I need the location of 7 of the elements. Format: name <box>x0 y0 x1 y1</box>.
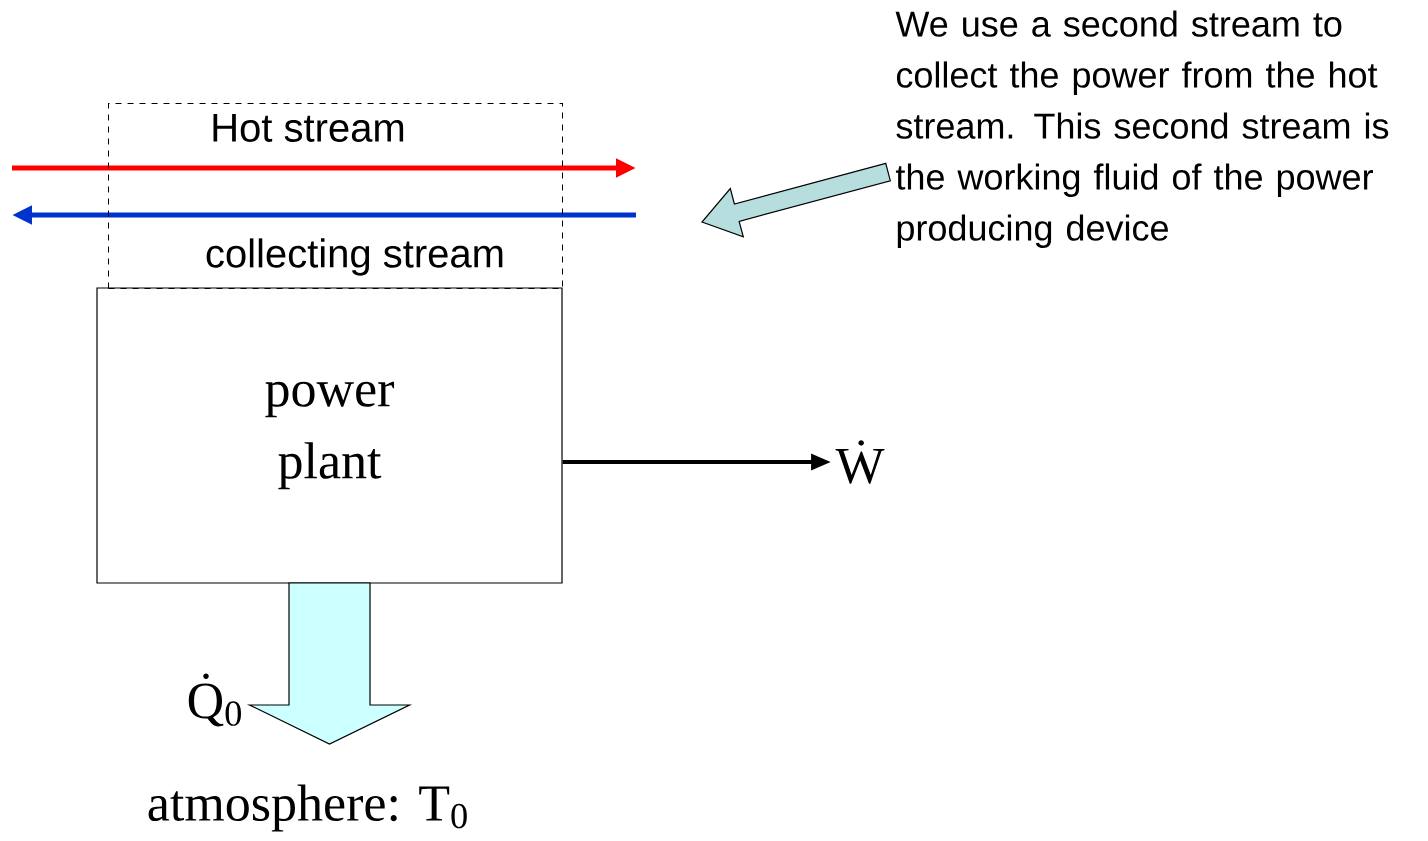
power-symbol: Ẇ <box>835 440 885 484</box>
process-box: power plant <box>96 287 563 584</box>
note-text: We use a second stream to collect the power from the hot stream. This second stream is the working fluid of the power producing device <box>895 10 1389 248</box>
edge-label: Q̇$_{0}$ <box>188 673 241 727</box>
block-arrow <box>246 582 413 745</box>
dashed-box: Hot stream collecting stream <box>108 103 563 289</box>
atmosphere-label: atmosphere: T$_{0}$ <box>148 784 467 832</box>
